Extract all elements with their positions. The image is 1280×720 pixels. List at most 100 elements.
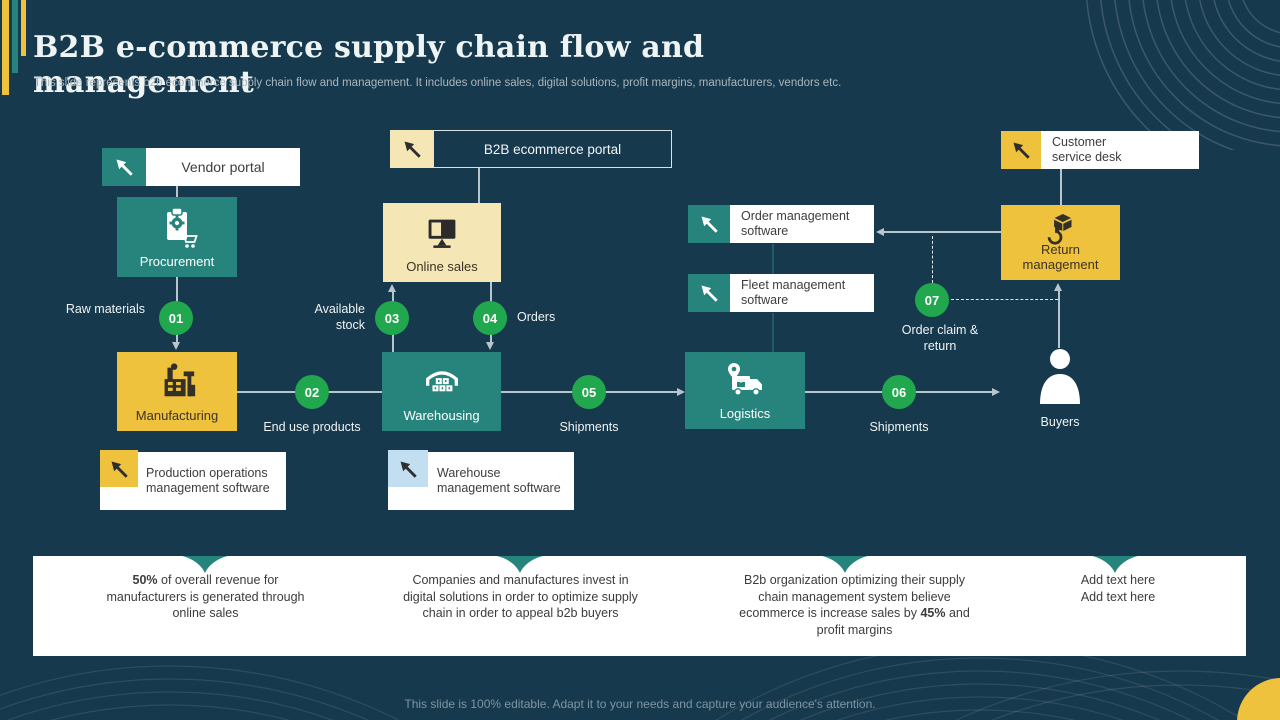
- callout-tail-4: [1092, 556, 1138, 573]
- step-circle-04: 04: [473, 301, 507, 335]
- buyers-label: Buyers: [1040, 415, 1080, 429]
- callout-1-bold: 50%: [132, 573, 158, 587]
- connector-buyers-return: [1058, 291, 1060, 348]
- callout-4: Add text here Add text here: [1038, 572, 1198, 605]
- callout-4-line1: Add text here: [1080, 573, 1156, 587]
- node-logistics-label: Logistics: [719, 406, 771, 421]
- step-label-end-use-products: End use products: [263, 420, 361, 434]
- page-subtitle: This slide represents b2b ecommerce supp…: [34, 77, 842, 89]
- b2b-portal-label: B2B ecommerce portal: [483, 141, 622, 157]
- connector-ordermgmt-fleetmgmt: [772, 244, 774, 274]
- buyers-icon: [1032, 346, 1088, 408]
- callout-tail-2: [497, 556, 543, 573]
- step-label-shipments-2: Shipments: [869, 420, 929, 434]
- callout-tail-3: [822, 556, 868, 573]
- step-circle-07: 07: [915, 283, 949, 317]
- dashed-connector-claim-right: [951, 299, 1058, 300]
- connector-custservice-return: [1060, 169, 1062, 205]
- node-return-management-label: Return management: [1022, 242, 1099, 272]
- arrow-nw-icon: [404, 141, 421, 158]
- node-manufacturing-label: Manufacturing: [135, 408, 219, 423]
- callout-tail-1: [182, 556, 228, 573]
- warehouse-mgmt-label-line2: management software: [437, 481, 561, 495]
- mesh-arcs-bottom: [0, 645, 1280, 720]
- arrow-nw-icon: [701, 285, 718, 302]
- b2b-portal-icon-square: [390, 130, 433, 168]
- arrow-nw-icon: [116, 159, 133, 176]
- arrowhead-up-onlinesales: [388, 284, 396, 292]
- arrowhead-down-manufacturing: [172, 342, 180, 350]
- vendor-portal-label: Vendor portal: [181, 159, 265, 175]
- step-circle-03: 03: [375, 301, 409, 335]
- footer-note: This slide is 100% editable. Adapt it to…: [404, 697, 876, 711]
- header-stripe-3: [21, 0, 26, 56]
- node-procurement-label: Procurement: [139, 254, 215, 269]
- step-circle-05: 05: [572, 375, 606, 409]
- node-online-sales: Online sales: [383, 203, 501, 282]
- callout-bar: [33, 556, 1246, 656]
- callout-3-bold: 45%: [920, 606, 946, 620]
- step-label-orders: Orders: [517, 310, 556, 324]
- return-management-icon: [1001, 210, 1120, 248]
- header-stripe-2: [12, 0, 18, 73]
- vendor-portal-tag: Vendor portal: [146, 148, 300, 186]
- customer-service-icon-square: [1001, 131, 1041, 169]
- callout-3-text-post: and profit margins: [816, 606, 970, 637]
- callout-2-text: Companies and manufactures invest in dig…: [403, 573, 638, 620]
- logistics-icon: [685, 360, 805, 402]
- callout-3: B2b organization optimizing their supply…: [732, 572, 977, 638]
- callout-4-line2: Add text here: [1080, 589, 1156, 604]
- callout-1: 50% of overall revenue for manufacturers…: [93, 572, 318, 622]
- arrowhead-down-warehousing: [486, 342, 494, 350]
- corner-arcs-top-right: [1086, 0, 1280, 150]
- dashed-connector-claim-up: [932, 236, 933, 283]
- arrow-nw-icon: [1013, 142, 1030, 159]
- arrow-nw-icon: [111, 461, 128, 478]
- callout-2: Companies and manufactures invest in dig…: [398, 572, 643, 622]
- step-label-available-stock: Available stock: [314, 302, 365, 332]
- customer-service-label-line2: service desk: [1052, 150, 1122, 164]
- arrow-nw-icon: [400, 461, 417, 478]
- manufacturing-icon: [117, 360, 237, 402]
- production-ops-label-line1: Production operations: [146, 466, 268, 480]
- node-online-sales-label: Online sales: [406, 259, 478, 274]
- warehouse-mgmt-icon-square: [388, 450, 428, 487]
- step-circle-02: 02: [295, 375, 329, 409]
- order-mgmt-label-line2: software: [741, 224, 789, 238]
- header-stripe-1: [2, 0, 9, 95]
- node-warehousing-label: Warehousing: [403, 408, 480, 423]
- step-circle-01: 01: [159, 301, 193, 335]
- warehousing-icon: [382, 360, 501, 402]
- online-sales-icon: [383, 211, 501, 255]
- production-ops-icon-square: [100, 450, 138, 487]
- connector-return-ordermgmt: [884, 231, 1001, 233]
- connector-fleetmgmt-logistics: [772, 313, 774, 352]
- customer-service-label-line1: Customer: [1052, 135, 1107, 149]
- node-procurement: Procurement: [117, 197, 237, 277]
- connector-vendor-procurement: [176, 186, 178, 198]
- arrowhead-right-logistics: [677, 387, 685, 396]
- production-ops-label-line2: management software: [146, 481, 270, 495]
- arrowhead-left-ordermgmt: [876, 227, 884, 236]
- callout-1-text: of overall revenue for manufacturers is …: [106, 573, 305, 620]
- connector-b2bportal-onlinesales: [478, 168, 480, 203]
- order-mgmt-label-line1: Order management: [741, 209, 850, 223]
- page-title: B2B e-commerce supply chain flow and man…: [33, 30, 705, 100]
- arrowhead-right-buyers: [992, 387, 1000, 396]
- node-logistics: Logistics: [685, 352, 805, 429]
- arrowhead-up-return: [1054, 283, 1062, 291]
- step-label-shipments-1: Shipments: [559, 420, 619, 434]
- fleet-mgmt-label-line1: Fleet management: [741, 278, 846, 292]
- callout-3-text-pre: B2b organization optimizing their supply…: [739, 573, 965, 620]
- node-return-management: Return management: [1001, 205, 1120, 280]
- node-manufacturing: Manufacturing: [117, 352, 237, 431]
- order-mgmt-icon-square: [688, 205, 730, 243]
- vendor-portal-icon-square: [102, 148, 146, 186]
- fleet-mgmt-label-line2: software: [741, 293, 789, 307]
- b2b-portal-tag: B2B ecommerce portal: [433, 130, 672, 168]
- node-warehousing: Warehousing: [382, 352, 501, 431]
